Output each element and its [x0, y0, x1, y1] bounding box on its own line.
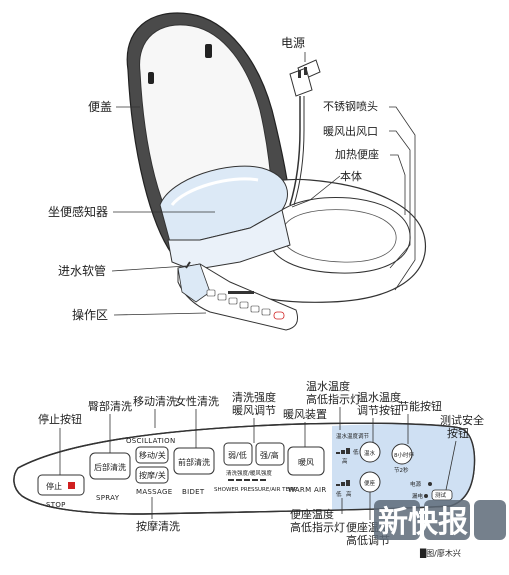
label-water-hose: 进水软管	[58, 263, 106, 278]
label-seat-temp-indicator: 便座温度	[290, 507, 334, 521]
power-indicator-dot	[428, 482, 432, 486]
label-seat-sensor: 坐便感知器	[48, 204, 108, 219]
bidet-en: BIDET	[182, 488, 205, 496]
strength-level-bars	[228, 479, 266, 481]
rear-wash-label: 后部清洗	[94, 462, 126, 472]
label-seat-temp-indicator-2: 高低指示灯	[290, 520, 345, 534]
power-plug	[289, 59, 321, 97]
seat-label: 便座	[364, 479, 376, 487]
front-wash-label: 前部清洗	[178, 457, 210, 467]
label-energy-button: 节能按钮	[398, 399, 442, 413]
timer-label: 8小时停	[394, 451, 414, 459]
strong-high-button[interactable]	[255, 442, 285, 466]
warm-air-label: 暖风	[298, 458, 314, 467]
label-nozzle: 不锈钢喷头	[323, 100, 378, 113]
strength-en: SHOWER PRESSURE/AIR TEMP	[214, 487, 298, 493]
stop-indicator	[68, 482, 75, 489]
watermark-credit: █图/廖木兴	[419, 548, 461, 558]
massage-label: 按摩/关	[139, 470, 166, 480]
water-temp-indicator-bars	[336, 448, 350, 454]
label-warm-air-adjust: 暖风调节	[232, 404, 276, 417]
move-button[interactable]	[135, 446, 169, 464]
stop-button[interactable]	[37, 474, 85, 496]
stop-en: STOP	[46, 501, 66, 509]
label-massage-wash: 按摩清洗	[136, 519, 180, 533]
seat-temp-indicator-bars	[336, 480, 350, 486]
leak-indicator-dot	[424, 494, 428, 498]
warm-water-button[interactable]	[359, 441, 381, 463]
timer-sub: 节2秒	[394, 466, 409, 474]
seat-low: 低	[336, 490, 342, 498]
label-warm-air-outlet: 暖风出风口	[323, 124, 378, 138]
label-rear-wash: 臀部清洗	[88, 399, 132, 413]
water-high: 高	[342, 457, 348, 465]
move-label: 移动/关	[139, 450, 166, 460]
power-indicator-label: 电源	[410, 480, 422, 488]
label-water-temp-button: 温水温度	[357, 390, 401, 404]
water-low: 低	[353, 448, 359, 456]
label-oscillation-en: OSCILLATION	[126, 437, 176, 445]
weak-low-button[interactable]	[223, 442, 253, 466]
label-wash-strength: 清洗强度	[232, 390, 276, 404]
lid-hinge-right	[205, 44, 212, 58]
stop-button-label: 停止	[46, 481, 62, 491]
lid-hinge-left	[148, 72, 154, 84]
warm-air-en: WARM AIR	[288, 486, 327, 494]
watermark-logo: 新快报	[374, 500, 506, 540]
label-test-safety: 测试安全	[440, 413, 484, 427]
energy-timer-button[interactable]	[391, 443, 413, 465]
label-heated-seat: 加热便座	[335, 147, 379, 161]
water-temp-ctrl: 温水温度调节	[336, 432, 370, 440]
label-warm-air-device: 暖风装置	[283, 408, 327, 421]
massage-button[interactable]	[135, 466, 169, 484]
label-water-temp: 温水温度	[306, 379, 350, 393]
label-bidet-wash: 女性清洗	[175, 394, 219, 408]
massage-en: MASSAGE	[136, 488, 172, 496]
control-arm-blue	[177, 263, 211, 303]
front-wash-button[interactable]	[173, 447, 215, 475]
label-body: 本体	[340, 169, 362, 183]
warm-air-button[interactable]	[287, 446, 325, 476]
label-stop-button: 停止按钮	[38, 412, 82, 426]
bowl-opening	[281, 209, 397, 263]
power-cord	[289, 96, 301, 206]
label-control-area: 操作区	[72, 307, 108, 322]
control-buttons-mini	[206, 289, 285, 320]
spray-en: SPRAY	[96, 494, 120, 502]
label-oscillation: 移动清洗	[133, 395, 177, 408]
toilet-illustration	[126, 12, 427, 331]
label-temp-indicator: 高低指示灯	[306, 392, 361, 406]
label-lid: 便盖	[88, 100, 112, 114]
label-water-temp-button-2: 调节按钮	[357, 403, 401, 417]
strong-high-label: 强/高	[260, 450, 279, 460]
water-hose	[185, 261, 191, 269]
watermark-text: 新快报	[378, 505, 468, 540]
leak-label: 漏电	[412, 492, 424, 500]
label-test-safety-2: 按钮	[447, 426, 469, 440]
strength-sub: 清洗强度/暖风强度	[226, 469, 272, 477]
warm-water-label: 温水	[364, 449, 376, 457]
unit-base	[167, 209, 291, 271]
seat-unit-shine	[170, 177, 259, 206]
weak-low-label: 弱/低	[228, 450, 247, 460]
label-power: 电源	[281, 36, 305, 50]
seat-high: 高	[346, 490, 352, 498]
test-label: 测试	[435, 491, 447, 499]
